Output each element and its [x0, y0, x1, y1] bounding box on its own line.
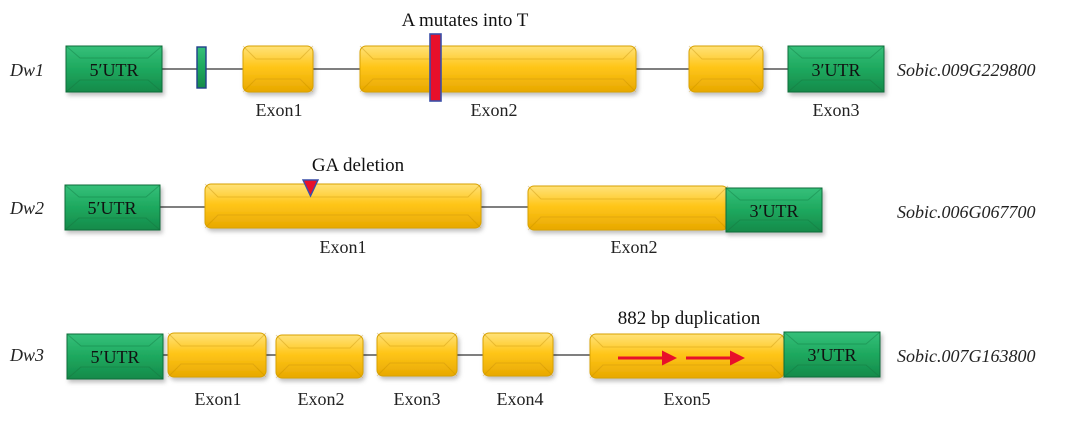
gene-dw2: Dw2 5′UTR Exon1 GA deletion Exon2 3′UTR … — [9, 155, 1036, 257]
utr5-box-dw1 — [65, 45, 163, 93]
annotation-dw3: 882 bp duplication — [618, 308, 761, 329]
gene-name-dw3: Dw3 — [9, 345, 44, 365]
exon-label-dw1-2: Exon2 — [471, 100, 518, 120]
utr5-label-dw3: 5′UTR — [91, 347, 140, 367]
exon-label-dw2-2: Exon2 — [611, 237, 658, 257]
utr-fragment-dw1 — [196, 46, 207, 89]
exon-label-dw3-4: Exon4 — [497, 389, 544, 409]
exon1-box-dw1 — [242, 45, 314, 93]
gene-dw1: Dw1 5′UTR Exon1 Exon2 A mutates into T — [9, 10, 1036, 120]
exon1-box-dw2 — [204, 183, 482, 229]
exon2-box-dw2 — [527, 185, 729, 231]
gene-id-dw2: Sobic.006G067700 — [897, 202, 1036, 222]
utr3-box-dw1 — [787, 45, 885, 93]
annotation-dw1: A mutates into T — [402, 10, 529, 31]
utr3-label-dw1: 3′UTR — [812, 60, 861, 80]
exon-label-dw3-2: Exon2 — [298, 389, 345, 409]
point-mutation-marker — [429, 33, 442, 102]
exon5-box-dw3 — [589, 333, 785, 379]
exon-label-dw3-3: Exon3 — [394, 389, 441, 409]
exon3-box-dw3 — [376, 332, 458, 377]
gene-dw3: Dw3 5′UTR Exon1 Exon2 Exon3 Exon4 — [9, 308, 1036, 409]
exon1-box-dw3 — [167, 332, 267, 378]
exon4-box-dw3 — [482, 332, 554, 377]
gene-id-dw3: Sobic.007G163800 — [897, 346, 1036, 366]
exon-label-dw1-1: Exon1 — [256, 100, 303, 120]
exon-label-dw2-1: Exon1 — [320, 237, 367, 257]
utr5-label-dw2: 5′UTR — [88, 198, 137, 218]
exon3-box-dw1 — [688, 45, 764, 93]
utr5-label-dw1: 5′UTR — [90, 60, 139, 80]
utr3-box-dw3 — [783, 331, 881, 378]
utr3-box-dw2 — [725, 187, 823, 233]
exon2-box-dw1 — [359, 45, 637, 93]
exon-label-dw1-3: Exon3 — [813, 100, 860, 120]
annotation-dw2: GA deletion — [312, 155, 405, 176]
gene-id-dw1: Sobic.009G229800 — [897, 60, 1036, 80]
exon2-box-dw3 — [275, 334, 364, 379]
gene-name-dw1: Dw1 — [9, 60, 44, 80]
utr3-label-dw3: 3′UTR — [808, 345, 857, 365]
deletion-marker — [301, 179, 320, 198]
utr5-box-dw2 — [64, 184, 161, 231]
exon-label-dw3-1: Exon1 — [195, 389, 242, 409]
exon-label-dw3-5: Exon5 — [664, 389, 711, 409]
gene-name-dw2: Dw2 — [9, 198, 44, 218]
utr5-box-dw3 — [66, 333, 164, 380]
utr3-label-dw2: 3′UTR — [750, 201, 799, 221]
